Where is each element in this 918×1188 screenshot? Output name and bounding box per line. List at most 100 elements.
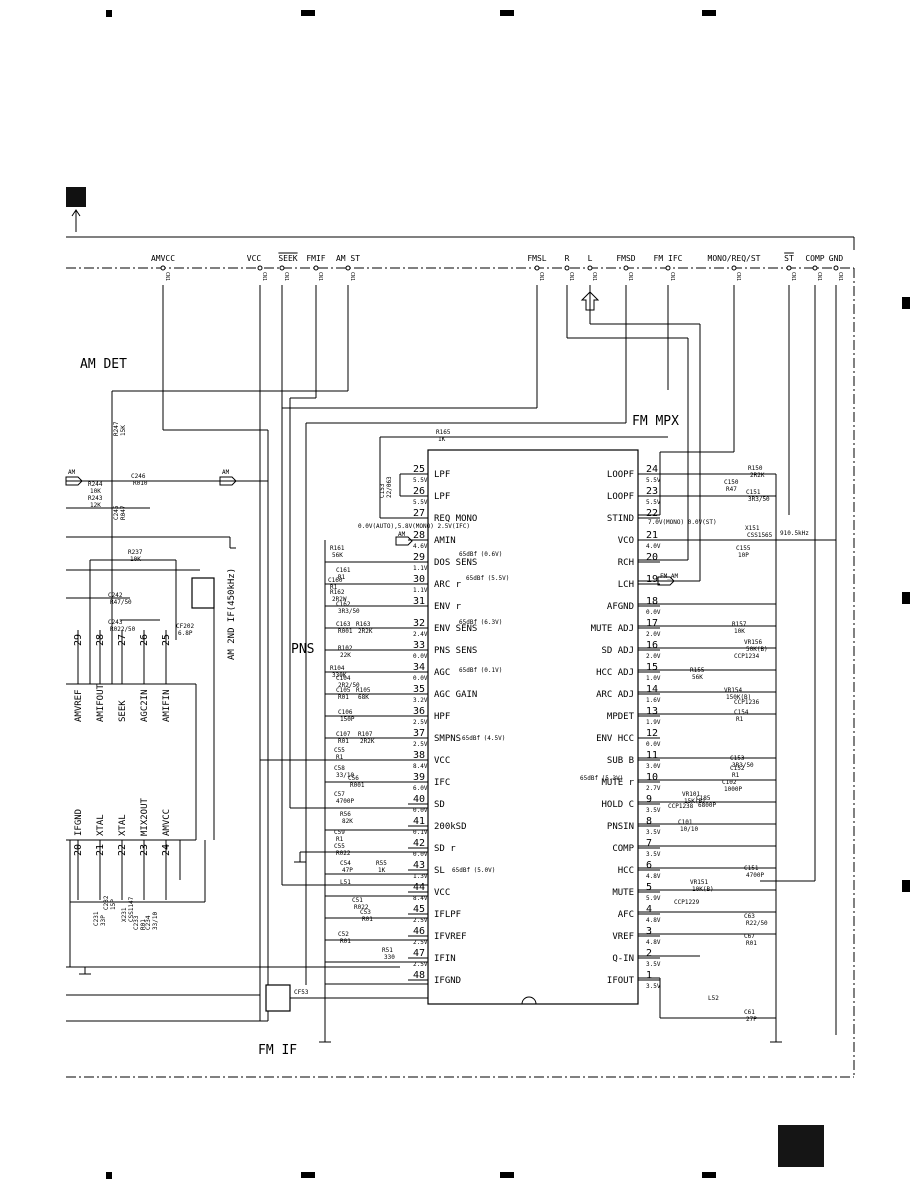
- connector-pin-id: CN1: [591, 272, 597, 281]
- pin-voltage: 1.1V: [413, 587, 428, 594]
- am-pin-name: AMVREF: [74, 689, 84, 722]
- connector-label: R: [565, 254, 570, 263]
- pin-number: 26: [413, 486, 425, 497]
- component-value: 27P: [746, 1016, 757, 1023]
- component-value: 4700P: [336, 798, 354, 805]
- pin-voltage: 6.0V: [413, 785, 428, 792]
- pin-name: DOS SENS: [434, 558, 477, 568]
- pin-voltage: 1.1V: [413, 565, 428, 572]
- pin-number: 4: [646, 904, 652, 915]
- component-ref: CCP1234: [734, 653, 760, 660]
- connector-label: FMSL: [527, 254, 546, 263]
- component-ref: R244: [88, 481, 103, 488]
- pin-name: VCC: [434, 888, 450, 898]
- am-pin-name: SEEK: [118, 700, 128, 722]
- connector-node: [345, 265, 351, 271]
- pin34-note: 65dBf (0.1V): [459, 667, 502, 674]
- pin-number: 38: [413, 750, 425, 761]
- component-value: R1: [732, 772, 740, 779]
- component-ref: R55: [376, 860, 387, 867]
- component-value: 33/10: [336, 772, 354, 779]
- pin-number: 30: [413, 574, 425, 585]
- pin-voltage: 5.5V: [413, 477, 428, 484]
- component-ref: CF202: [176, 623, 194, 630]
- component-value: 10K: [130, 556, 141, 563]
- component-ref: R150: [748, 465, 763, 472]
- connector-node: [257, 265, 263, 271]
- component-ref: L51: [340, 879, 351, 886]
- component-value: 22K: [340, 652, 351, 659]
- component-value: 150P: [340, 716, 355, 723]
- component-ref: R157: [732, 621, 747, 628]
- component-value: 56K: [692, 674, 703, 681]
- component-value: 2R2/50: [338, 682, 360, 689]
- pin-name: REQ MONO: [434, 514, 477, 524]
- component-value: R022: [354, 904, 369, 911]
- component-value: 33/10: [152, 912, 159, 930]
- am-in-arrow-2: [395, 536, 413, 546]
- pin-name: IFC: [434, 778, 450, 788]
- pin-voltage: 1.0V: [646, 675, 661, 682]
- component-ref: CCP1238: [668, 803, 694, 810]
- component-value: 68K: [358, 694, 369, 701]
- pin-number: 15: [646, 662, 658, 673]
- component-value: 330K: [332, 672, 347, 679]
- pin-number: 42: [413, 838, 425, 849]
- connector-node: [812, 265, 818, 271]
- pin-voltage: 5.5V: [646, 499, 661, 506]
- component-ref: C233: [133, 915, 140, 930]
- am-pin-name: XTAL: [118, 814, 128, 836]
- component-ref: R163: [356, 621, 371, 628]
- component-ref: C101: [678, 819, 693, 826]
- component-ref: C151: [746, 489, 761, 496]
- pin-number: 37: [413, 728, 425, 739]
- component-ref: X231: [121, 907, 128, 922]
- component-ref: R247: [113, 421, 120, 436]
- component-value: 6.8P: [178, 630, 193, 637]
- block-marker: [66, 187, 86, 232]
- am-pin-name: MIX2OUT: [140, 797, 150, 836]
- connector-pin-id: CN1: [735, 272, 741, 281]
- component-value: 50K(B): [746, 646, 768, 653]
- connector-label: AMVCC: [151, 254, 175, 263]
- pin-name: COMP: [612, 844, 634, 854]
- pin-name: LOOPF: [607, 492, 634, 502]
- pin-name: LCH: [618, 580, 634, 590]
- pin-name: MUTE r: [601, 778, 634, 788]
- component-value: R01: [362, 916, 373, 923]
- pin-number: 17: [646, 618, 658, 629]
- pin-name: VCO: [618, 536, 634, 546]
